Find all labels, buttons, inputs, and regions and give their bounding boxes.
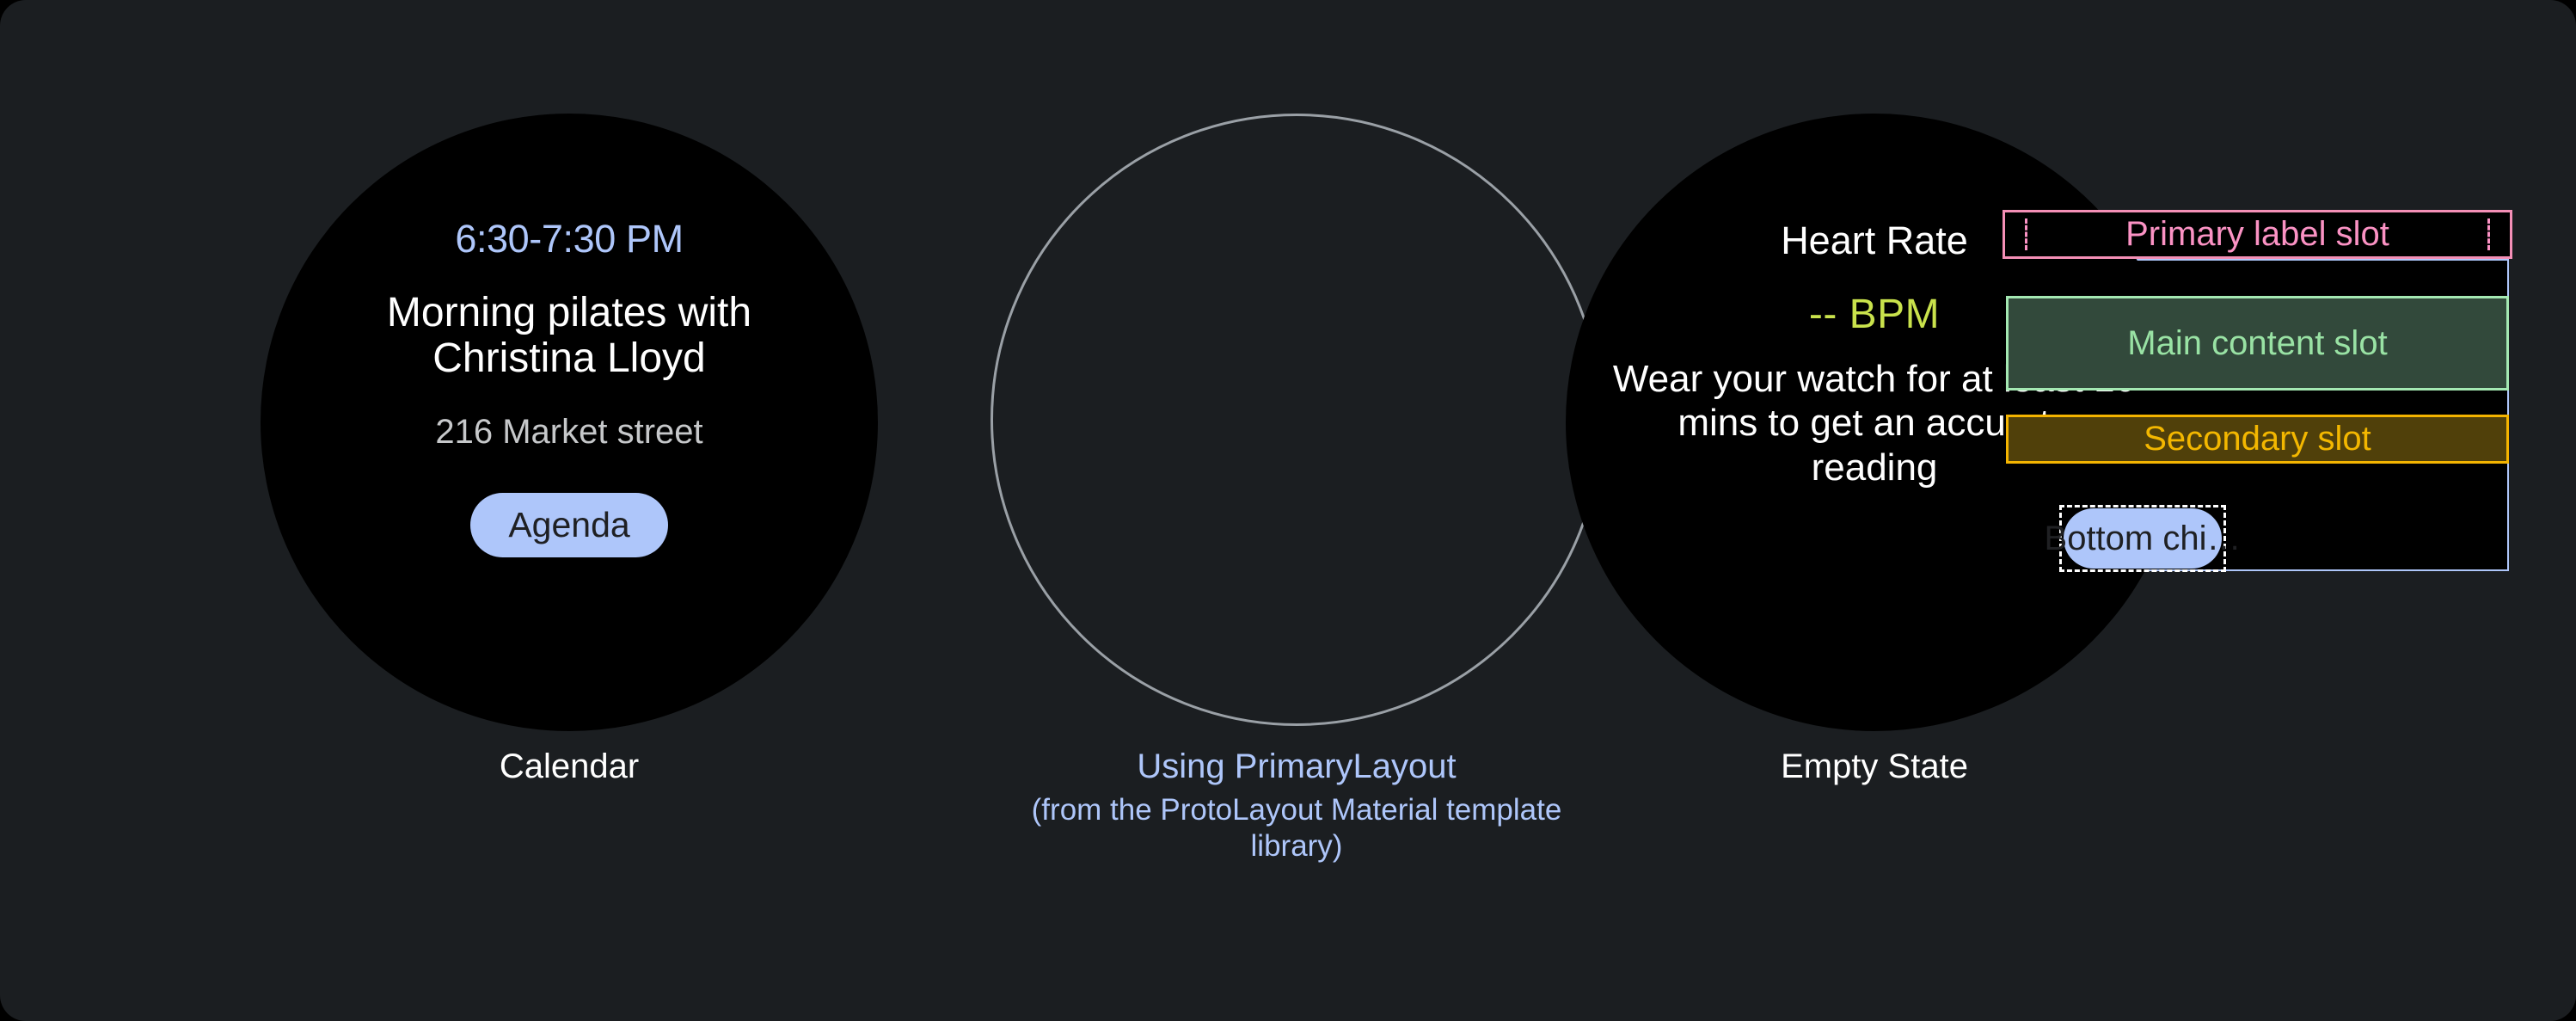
agenda-chip-button[interactable]: Agenda xyxy=(470,492,668,557)
caption-primary-layout-sub: (from the ProtoLayout Material template … xyxy=(1031,792,1562,863)
primary-label-margin-guide-right xyxy=(2487,218,2490,250)
calendar-event-title: Morning pilates with Christina Lloyd xyxy=(386,290,752,381)
primary-label-margin-guide-left xyxy=(2025,218,2027,250)
caption-calendar: Calendar xyxy=(499,747,640,785)
heart-rate-title: Heart Rate xyxy=(1781,218,1968,262)
slot-primary-label-text: Primary label slot xyxy=(2125,215,2389,253)
heart-rate-value: -- BPM xyxy=(1808,292,1941,337)
slot-main-content[interactable]: Main content slot xyxy=(2006,296,2509,391)
caption-empty-state: Empty State xyxy=(1781,747,1968,785)
caption-primary-layout-main: Using PrimaryLayout xyxy=(1137,747,1457,785)
slot-main-content-text: Main content slot xyxy=(2127,323,2388,362)
bottom-chip-button[interactable]: Bottom chi… xyxy=(2045,508,2241,569)
panel-calendar: 6:30-7:30 PM Morning pilates with Christ… xyxy=(242,0,896,1021)
slot-bottom-chip-area: Bottom chi… xyxy=(2045,505,2241,572)
calendar-time-range: 6:30-7:30 PM xyxy=(455,217,684,261)
watch-face-calendar: 6:30-7:30 PM Morning pilates with Christ… xyxy=(261,114,878,731)
bottom-chip-bounds-outline xyxy=(2059,505,2226,572)
slot-secondary-text: Secondary slot xyxy=(2144,420,2371,458)
watch-face-outline xyxy=(991,114,1603,726)
slot-secondary[interactable]: Secondary slot xyxy=(2006,415,2509,464)
slot-primary-label[interactable]: Primary label slot xyxy=(2003,210,2512,259)
calendar-event-address: 216 Market street xyxy=(435,412,703,451)
caption-primary-layout: Using PrimaryLayout (from the ProtoLayou… xyxy=(970,747,1623,864)
panel-primary-layout: Primary label slot Main content slot Sec… xyxy=(970,0,2512,1021)
